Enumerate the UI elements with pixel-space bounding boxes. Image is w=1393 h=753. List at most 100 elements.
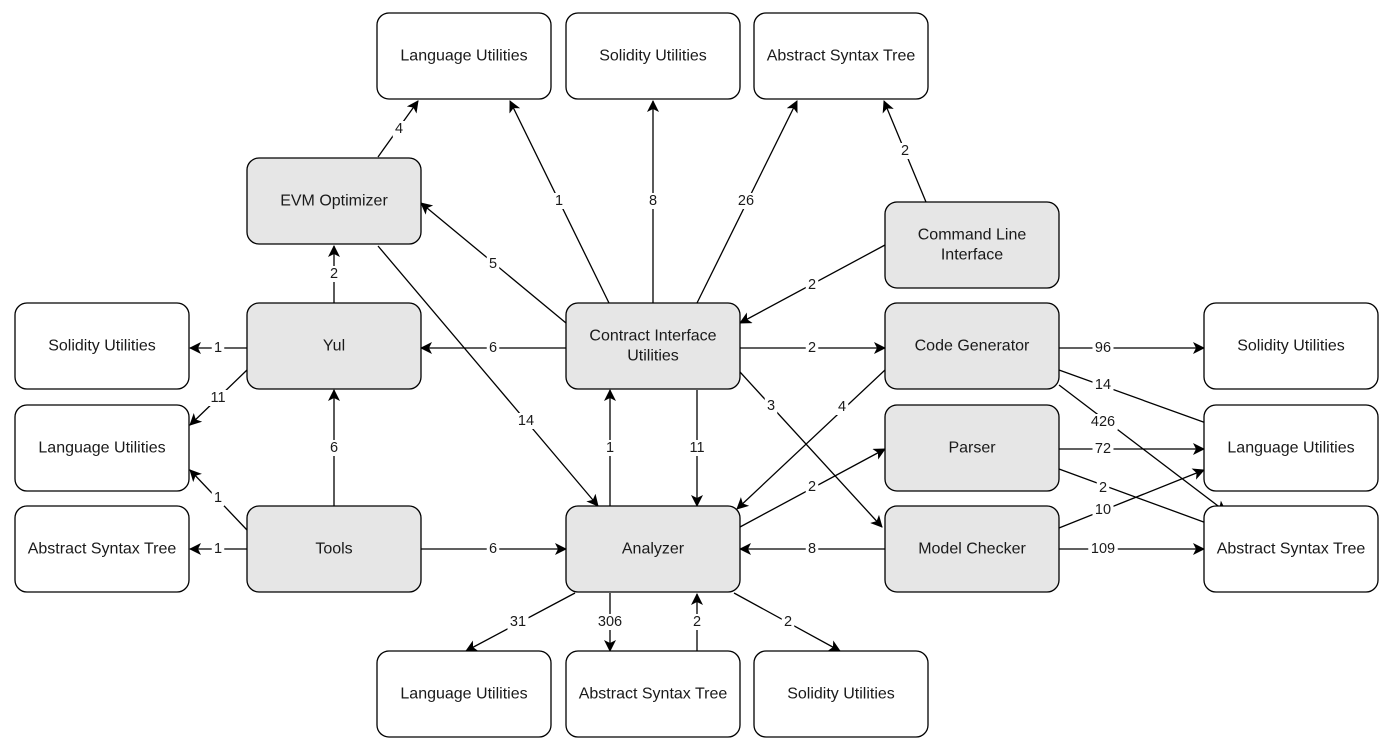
node-box xyxy=(884,302,1060,390)
edge-label-tools-to-analyzer: 6 xyxy=(486,541,500,557)
edge-label-ciu-to-analyzer: 11 xyxy=(686,440,708,456)
edge-label-text: 2 xyxy=(784,614,792,630)
edge-label-ciu-to-lang-top: 1 xyxy=(552,193,566,209)
edge-label-background xyxy=(1092,502,1114,518)
edge-label-background xyxy=(1092,377,1114,393)
edge-label-text: 109 xyxy=(1091,541,1115,557)
edge-label-text: 4 xyxy=(838,399,846,415)
edge-label-text: 31 xyxy=(510,614,526,630)
node-model: Model Checker xyxy=(884,505,1060,593)
node-codegen: Code Generator xyxy=(884,302,1060,390)
node-sol-bottom: Solidity Utilities xyxy=(753,650,929,738)
edge-label-analyzer-to-ciu: 1 xyxy=(603,440,617,456)
node-ast-right: Abstract Syntax Tree xyxy=(1203,505,1379,593)
edge-label-background xyxy=(207,390,229,406)
node-box xyxy=(246,302,422,390)
edge-label-text: 3 xyxy=(767,398,775,414)
edge-label-model-to-analyzer: 8 xyxy=(805,541,819,557)
node-label: Abstract Syntax Tree xyxy=(767,48,916,65)
edge-label-text: 14 xyxy=(1095,377,1111,393)
edge-label-text: 72 xyxy=(1095,441,1111,457)
node-lang-right: Language Utilities xyxy=(1203,404,1379,492)
node-box xyxy=(753,12,929,100)
edge-label-text: 1 xyxy=(214,541,222,557)
edge-label-background xyxy=(327,440,341,456)
node-sol-top: Solidity Utilities xyxy=(565,12,741,100)
edge-label-background xyxy=(552,193,566,209)
edge-label-background xyxy=(486,340,500,356)
edge-label-background xyxy=(805,340,819,356)
node-box xyxy=(1203,404,1379,492)
node-box xyxy=(376,12,552,100)
edge-label-ciu-to-yul: 6 xyxy=(486,340,500,356)
edge-label-text: 306 xyxy=(598,614,622,630)
edge-label-background xyxy=(1096,480,1110,496)
edge-label-yul-to-lang-left: 11 xyxy=(207,390,229,406)
edge-label-tools-to-yul: 6 xyxy=(327,440,341,456)
edge-label-text: 8 xyxy=(808,541,816,557)
node-label: Abstract Syntax Tree xyxy=(28,541,177,558)
node-analyzer: Analyzer xyxy=(565,505,741,593)
edge-label-text: 8 xyxy=(649,193,657,209)
node-label: Solidity Utilities xyxy=(1237,338,1345,355)
edge-label-text: 1 xyxy=(555,193,563,209)
node-evm: EVM Optimizer xyxy=(246,157,422,245)
edge-label-text: 96 xyxy=(1095,340,1111,356)
node-label: EVM Optimizer xyxy=(280,193,388,210)
edge-label-codegen-to-lang-right: 14 xyxy=(1092,377,1114,393)
edge-label-text: 2 xyxy=(330,266,338,282)
edge-label-background xyxy=(515,413,537,429)
edge-label-background xyxy=(603,440,617,456)
node-box xyxy=(565,650,741,738)
edge-label-codegen-to-ast-right: 426 xyxy=(1088,414,1118,430)
node-tools: Tools xyxy=(246,505,422,593)
node-label: Solidity Utilities xyxy=(787,686,895,703)
edge-label-model-to-ast-right: 109 xyxy=(1088,541,1118,557)
node-box xyxy=(376,650,552,738)
edge-label-text: 6 xyxy=(489,541,497,557)
node-label: Analyzer xyxy=(622,541,685,558)
node-box xyxy=(753,650,929,738)
node-box xyxy=(14,404,190,492)
edge-label-background xyxy=(805,541,819,557)
node-label: Language Utilities xyxy=(400,48,527,65)
node-label: Language Utilities xyxy=(38,440,165,457)
node-label: Code Generator xyxy=(915,338,1030,355)
edge-label-analyzer-to-ast-bottom: 306 xyxy=(595,614,625,630)
edge-label-text: 2 xyxy=(808,340,816,356)
edge-label-yul-to-sol-left: 1 xyxy=(211,340,225,356)
node-box xyxy=(565,12,741,100)
edge-label-text: 1 xyxy=(214,340,222,356)
edge-label-codegen-to-sol-right: 96 xyxy=(1092,340,1114,356)
node-box xyxy=(14,302,190,390)
node-label: Command Line xyxy=(918,227,1027,244)
node-ast-left: Abstract Syntax Tree xyxy=(14,505,190,593)
edge-label-text: 6 xyxy=(330,440,338,456)
node-sol-right: Solidity Utilities xyxy=(1203,302,1379,390)
edge-label-cli-to-ciu: 2 xyxy=(805,277,819,293)
edge-label-analyzer-to-sol-bottom: 2 xyxy=(781,614,795,630)
node-lang-left: Language Utilities xyxy=(14,404,190,492)
edge-label-tools-to-ast-left: 1 xyxy=(211,541,225,557)
node-label: Model Checker xyxy=(918,541,1026,558)
edge-evm-to-analyzer xyxy=(377,245,599,507)
edge-label-ciu-to-sol-top: 8 xyxy=(646,193,660,209)
node-ast-top: Abstract Syntax Tree xyxy=(753,12,929,100)
edge-label-text: 10 xyxy=(1095,502,1111,518)
edge-label-background xyxy=(805,479,819,495)
edge-label-analyzer-to-parser: 2 xyxy=(805,479,819,495)
edge-label-background xyxy=(1088,414,1118,430)
node-yul: Yul xyxy=(246,302,422,390)
edge-label-background xyxy=(486,256,500,272)
edge-label-background xyxy=(327,266,341,282)
edge-label-background xyxy=(735,193,757,209)
edge-label-text: 426 xyxy=(1091,414,1115,430)
edge-label-text: 6 xyxy=(489,340,497,356)
edge-label-background xyxy=(211,490,225,506)
edge-label-text: 11 xyxy=(210,390,225,406)
node-label: Interface xyxy=(941,247,1003,264)
edge-label-background xyxy=(507,614,529,630)
